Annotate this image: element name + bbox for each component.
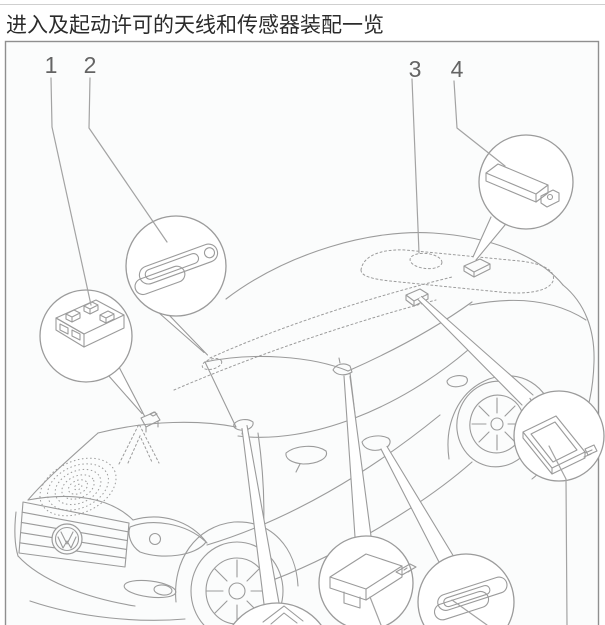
flat-antenna-icon xyxy=(522,415,598,475)
callout-number-3: 3 xyxy=(409,56,422,82)
callout-circle-bottom-left xyxy=(232,602,322,625)
door-handle-antenna-icon xyxy=(134,243,219,296)
side-mirror xyxy=(285,445,328,465)
callout-number-4: 4 xyxy=(451,56,464,82)
vw-logo xyxy=(51,523,83,555)
lock-cylinder-icon xyxy=(262,605,304,625)
bubble-leader-lines xyxy=(369,445,568,625)
door-module-icon xyxy=(329,553,417,609)
control-module-icon xyxy=(55,299,125,348)
shelf-right-module-mark xyxy=(463,258,491,278)
page-title: 进入及起动许可的天线和传感器装配一览 xyxy=(6,13,384,37)
callout-circle-rear-antenna xyxy=(513,390,605,482)
callout-circle-4 xyxy=(478,134,574,230)
car-line-art xyxy=(14,232,595,625)
shelf-antenna-location xyxy=(409,252,443,270)
hood-antenna-field xyxy=(39,457,117,517)
number-leader-lines xyxy=(50,77,506,306)
roof-antenna-icon xyxy=(485,163,560,208)
callout-tails xyxy=(107,216,534,605)
roof-bracket-mark xyxy=(332,357,353,376)
rear-shelf-outline xyxy=(360,249,554,294)
rear-door-handle xyxy=(446,375,468,388)
callout-circle-1 xyxy=(39,289,133,383)
callout-circle-door-handle xyxy=(417,553,515,625)
callout-number-1: 1 xyxy=(45,52,58,78)
front-door-handle xyxy=(361,435,391,451)
callout-circle-door-module xyxy=(318,535,414,625)
door-handle-icon xyxy=(433,576,508,621)
cowl-module-mark xyxy=(140,411,161,433)
top-rule xyxy=(0,4,605,5)
callout-number-2: 2 xyxy=(84,52,97,78)
shelf-left-module-mark xyxy=(405,288,429,307)
